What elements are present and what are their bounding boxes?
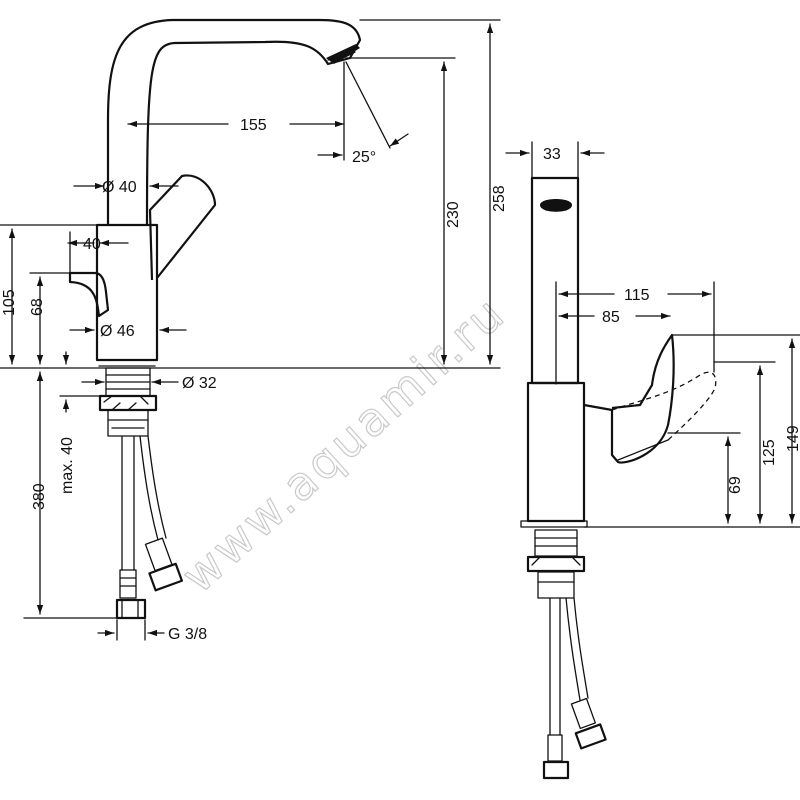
side-fitting-left [547, 734, 563, 762]
front-lever [148, 174, 217, 281]
front-mounting-bolt [107, 409, 149, 437]
dim-connection-thread: G 3/8 [168, 626, 207, 643]
side-body [526, 381, 586, 523]
side-lever-open-position [611, 371, 717, 441]
dim-max-counter: max. 40 [59, 437, 76, 494]
side-mounting-nut [526, 555, 586, 573]
side-mounting-thread [534, 529, 578, 557]
front-lever-edge [68, 271, 110, 318]
front-fitting-left [119, 569, 137, 599]
dim-body-height: 105 [1, 289, 18, 316]
side-view [520, 176, 717, 780]
dim-total-height: 258 [491, 185, 508, 212]
side-lever [583, 333, 675, 464]
dim-spout-reach: 155 [240, 117, 267, 134]
dim-height-149: 149 [785, 425, 800, 452]
dim-side-width: 33 [543, 146, 561, 163]
dim-outlet-angle: 25° [352, 149, 376, 166]
dim-body-diameter: Ø 46 [100, 323, 135, 340]
front-spout-outline [106, 18, 362, 226]
dim-hose-length: 380 [31, 483, 48, 510]
dim-lever-width: 40 [83, 236, 101, 253]
dim-height-69: 69 [727, 476, 744, 494]
front-spout-tip [326, 44, 360, 64]
watermark-text: www.aquamir.ru [171, 285, 516, 603]
dim-spout-height: 230 [445, 201, 462, 228]
side-mounting-bolt [537, 571, 575, 599]
dim-spout-diameter: Ø 40 [102, 179, 137, 196]
front-dimensions: 155 25° 230 258 Ø 40 40 105 68 Ø 46 [0, 19, 508, 643]
dim-lever-reach: 85 [602, 309, 620, 326]
front-hose-right [139, 435, 167, 541]
dim-height-125: 125 [761, 439, 778, 466]
side-fitting-right [570, 697, 596, 730]
dim-lever-height: 68 [29, 298, 46, 316]
dim-thread-diameter: Ø 32 [182, 375, 217, 392]
side-dimensions: 33 115 85 69 125 149 [505, 141, 800, 528]
dim-lever-reach-total: 115 [624, 287, 650, 304]
front-view [68, 18, 362, 620]
